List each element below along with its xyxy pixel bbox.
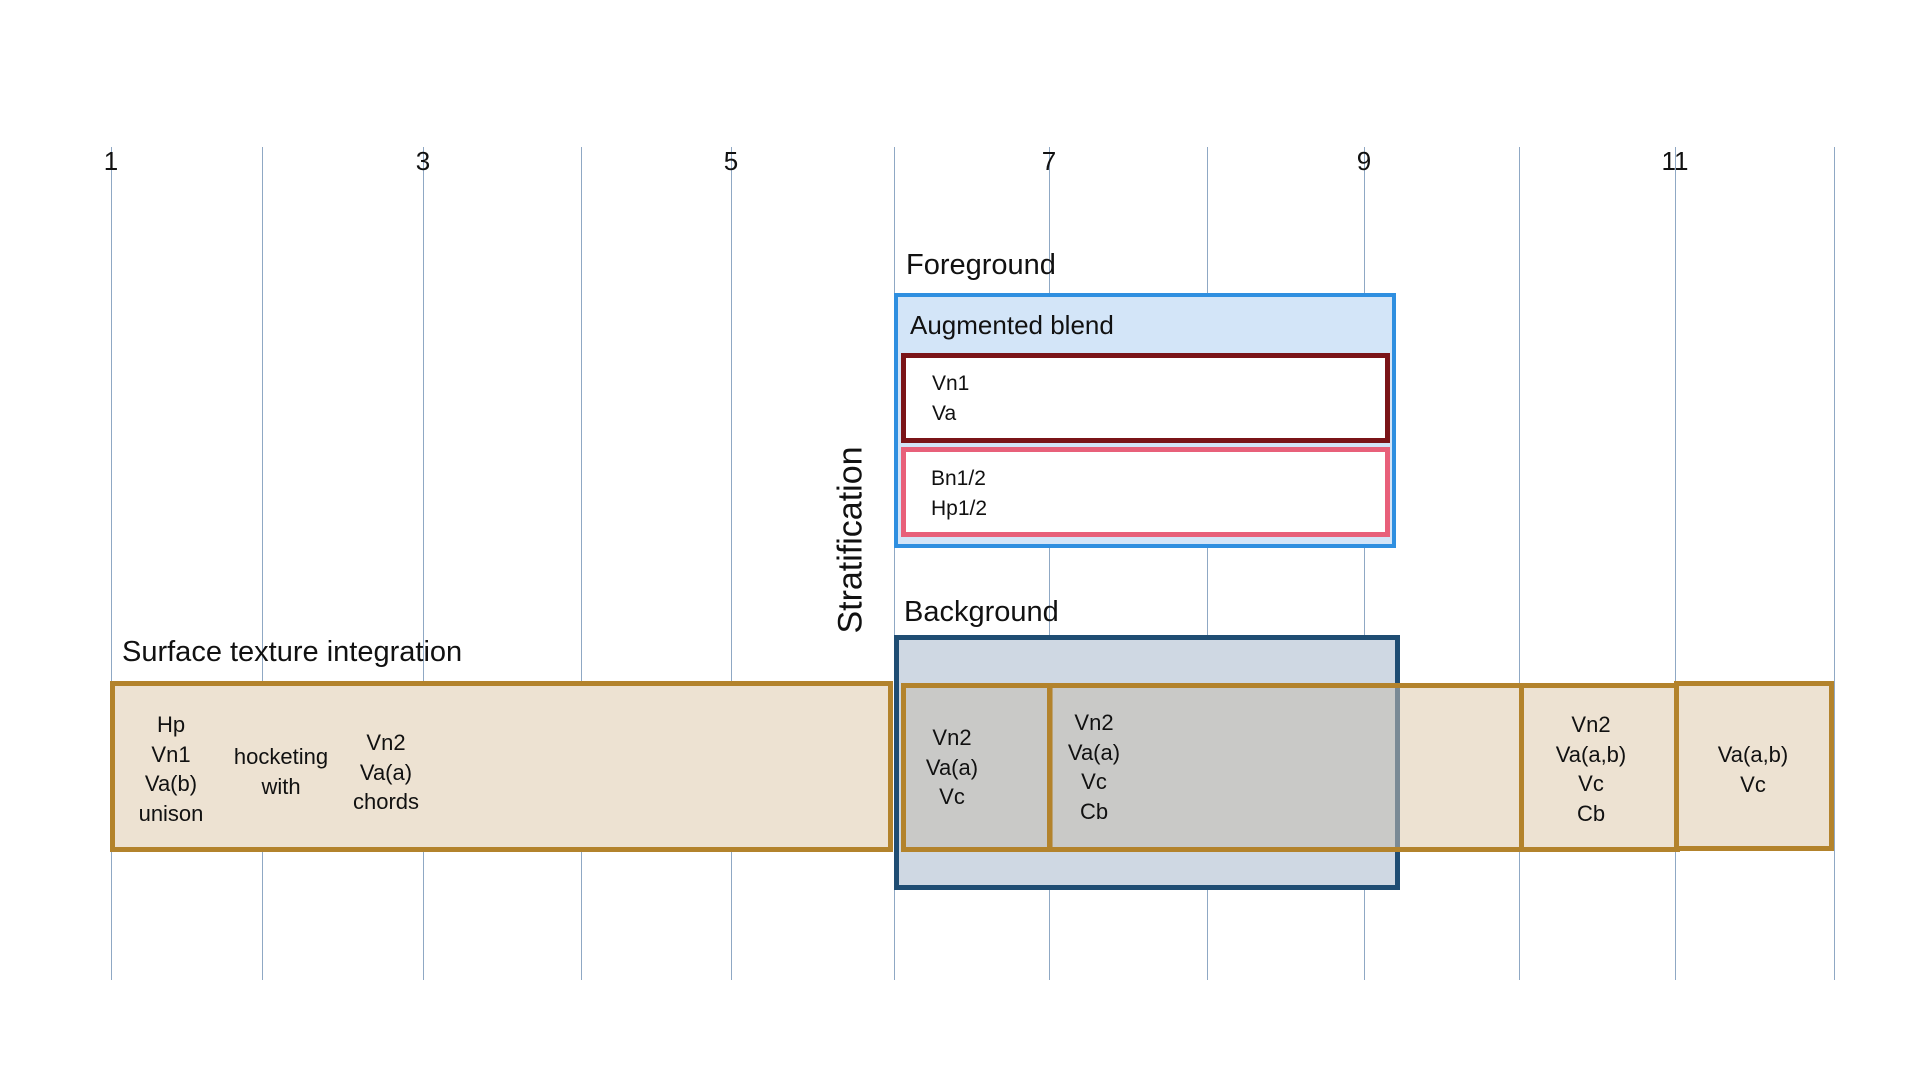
surface-cell-1-text: Vn2 Va(a) Vc: [912, 723, 992, 812]
background-title: Background: [904, 596, 1059, 628]
line-text: Hp: [156, 712, 186, 737]
stratification-label: Stratification: [831, 446, 870, 634]
measure-line-7: [1049, 147, 1050, 980]
measure-line-3: [423, 147, 424, 980]
line-text: Vc: [1578, 771, 1604, 796]
line-text: Vn2: [1571, 712, 1611, 737]
foreground-title: Foreground: [906, 249, 1056, 281]
surface-cell-4-text: Va(a,b) Vc: [1703, 740, 1803, 799]
line-text: Vc: [1081, 769, 1107, 794]
surface-cell-3: [1519, 683, 1680, 852]
line-text: Vn1: [932, 372, 970, 395]
line-text: Va(a,b): [1717, 742, 1789, 767]
surface-group-b: hocketing with: [226, 742, 336, 801]
measure-number: 7: [1041, 146, 1057, 176]
line-text: Va(a): [925, 754, 979, 780]
surface-title: Surface texture integration: [122, 636, 463, 668]
measure-line-12: [1834, 147, 1835, 980]
measure-line-6: [894, 147, 895, 980]
line-text: Vn2: [932, 725, 972, 750]
surface-group-a: Hp Vn1 Va(b) unison: [131, 710, 211, 828]
line-text: Va(a): [1067, 739, 1121, 765]
line-text: hocketing: [233, 744, 329, 769]
surface-cell-1: [901, 683, 1053, 852]
surface-cell-4: [1674, 681, 1834, 851]
measure-line-1: [111, 147, 112, 980]
line-text: unison: [138, 800, 204, 826]
measure-line-11: [1675, 147, 1676, 980]
line-text: Vn2: [366, 730, 406, 755]
surface-cell-2-text: Vn2 Va(a) Vc Cb: [1054, 708, 1134, 826]
measure-number: 9: [1356, 146, 1372, 176]
line-text: Cb: [1079, 798, 1109, 824]
line-text: Va(a): [359, 759, 413, 785]
surface-cell-3-text: Vn2 Va(a,b) Vc Cb: [1546, 710, 1636, 828]
measure-number: 5: [723, 146, 739, 176]
line-text: Vn2: [1074, 710, 1114, 735]
measure-number: 1: [103, 146, 119, 176]
line-text: Cb: [1576, 800, 1606, 826]
measure-line-4: [581, 147, 582, 980]
vn1-va-box: Vn1 Va: [901, 353, 1390, 443]
line-text: Vc: [1740, 771, 1766, 797]
line-text: Vc: [939, 784, 965, 809]
surface-main-box: [110, 681, 893, 852]
line-text: Hp1/2: [931, 496, 988, 520]
augmented-blend-title: Augmented blend: [910, 310, 1114, 340]
measure-number: 11: [1661, 146, 1689, 176]
line-text: Va(b): [144, 771, 198, 796]
line-text: Va(a,b): [1555, 741, 1627, 767]
measure-line-10: [1519, 147, 1520, 980]
line-text: Bn1/2: [931, 467, 986, 490]
measure-line-8: [1207, 147, 1208, 980]
vn1-va-lines: Vn1 Va: [932, 369, 969, 428]
measure-number: 3: [415, 146, 431, 176]
bn-hp-box: Bn1/2 Hp1/2: [901, 447, 1390, 537]
line-text: Va: [932, 401, 957, 425]
bn-hp-lines: Bn1/2 Hp1/2: [931, 464, 987, 523]
line-text: with: [261, 773, 301, 799]
measure-line-5: [731, 147, 732, 980]
surface-cell-2-tail: [1400, 688, 1519, 847]
measure-line-2: [262, 147, 263, 980]
surface-group-c: Vn2 Va(a) chords: [346, 728, 426, 817]
measure-line-9: [1364, 147, 1365, 980]
line-text: chords: [352, 789, 420, 814]
line-text: Vn1: [151, 741, 191, 767]
